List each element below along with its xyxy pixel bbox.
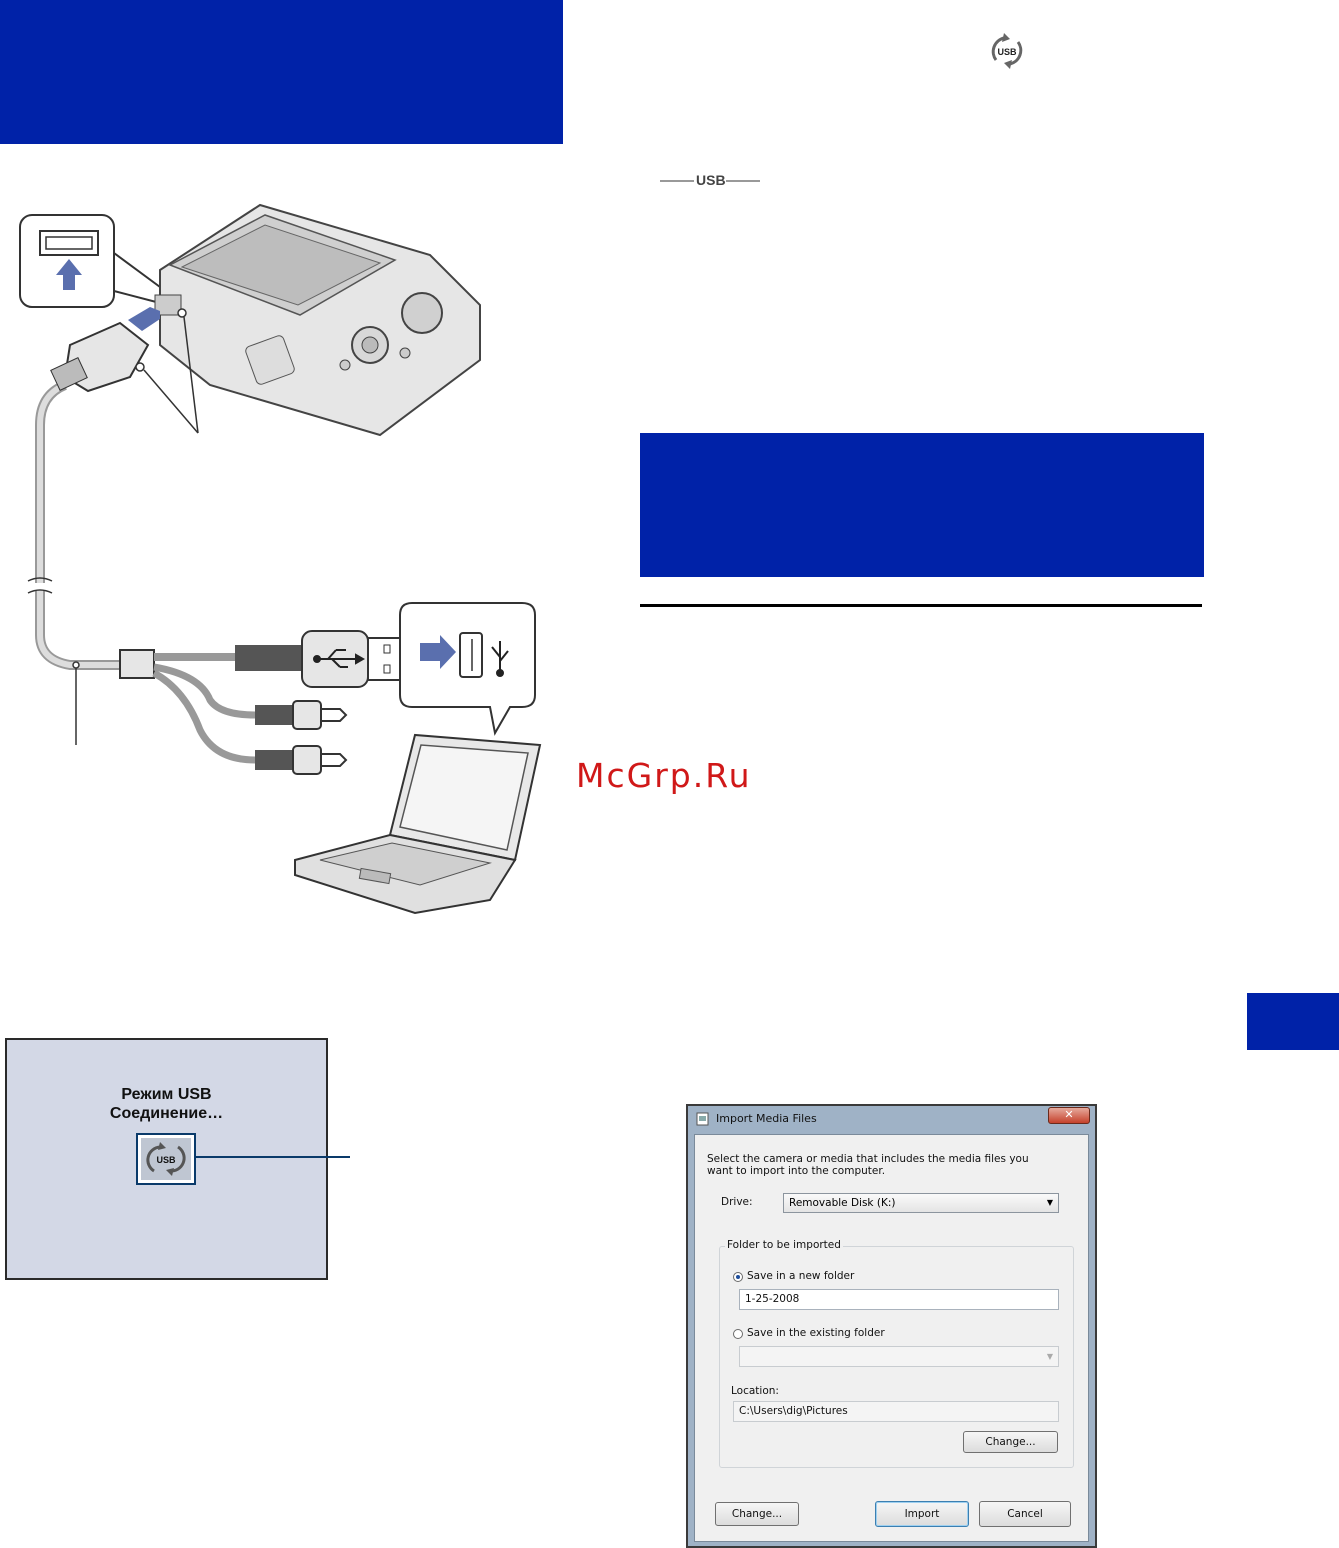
dialog-body: Select the camera or media that includes… xyxy=(694,1134,1089,1542)
usb-connection-icon-label: USB xyxy=(997,47,1017,57)
dialog-instruction: Select the camera or media that includes… xyxy=(707,1153,1029,1177)
camera-illustration xyxy=(128,203,481,437)
drive-select-value: Removable Disk (K:) xyxy=(789,1197,896,1209)
app-icon xyxy=(696,1112,710,1126)
new-folder-input[interactable]: 1-25-2008 xyxy=(739,1289,1059,1310)
dropdown-arrow-icon: ▼ xyxy=(1046,1198,1053,1207)
change-button[interactable]: Change... xyxy=(715,1502,799,1526)
laptop-port-callout xyxy=(399,602,536,736)
port-callout xyxy=(19,214,161,308)
heading-block-right xyxy=(640,433,1204,577)
location-field: C:\Users\dig\Pictures xyxy=(733,1401,1059,1422)
folder-group-title: Folder to be imported xyxy=(725,1239,843,1251)
close-button[interactable]: ✕ xyxy=(1048,1107,1090,1124)
usb-line-label: USB xyxy=(660,171,760,191)
dropdown-arrow-icon-disabled: ▼ xyxy=(1046,1352,1053,1361)
radio-existing-folder[interactable] xyxy=(733,1329,743,1339)
location-label: Location: xyxy=(731,1385,779,1397)
change-location-button[interactable]: Change... xyxy=(963,1431,1058,1453)
laptop-illustration xyxy=(294,733,542,915)
camera-lcd-screen: Режим USB Соединение… USB xyxy=(5,1038,328,1280)
radio-new-folder-label: Save in a new folder xyxy=(747,1270,855,1282)
folder-group xyxy=(719,1246,1074,1468)
page-tab-marker xyxy=(1247,993,1339,1050)
import-button[interactable]: Import xyxy=(875,1501,969,1527)
lcd-line-1: Режим USB xyxy=(121,1086,212,1103)
cable-illustration xyxy=(27,316,407,775)
watermark: McGrp.Ru xyxy=(576,756,752,795)
lcd-usb-icon: USB xyxy=(136,1133,196,1185)
section-rule xyxy=(640,604,1202,607)
usb-line-text: USB xyxy=(696,172,726,188)
radio-new-folder[interactable] xyxy=(733,1272,743,1282)
cancel-button[interactable]: Cancel xyxy=(979,1501,1071,1527)
dialog-title: Import Media Files xyxy=(716,1112,817,1125)
usb-trident-icon xyxy=(313,649,366,668)
heading-block-top xyxy=(0,0,563,144)
connection-illustration xyxy=(10,195,550,925)
existing-folder-select[interactable]: ▼ xyxy=(739,1346,1059,1367)
import-media-dialog: Import Media Files ✕ Select the camera o… xyxy=(686,1104,1097,1548)
lcd-line-2: Соединение… xyxy=(109,1105,224,1122)
drive-label: Drive: xyxy=(721,1196,753,1208)
usb-connection-icon: USB xyxy=(986,30,1028,72)
radio-existing-folder-label: Save in the existing folder xyxy=(747,1327,885,1339)
drive-select[interactable]: Removable Disk (K:) ▼ xyxy=(783,1193,1059,1213)
lcd-icon-pointer xyxy=(194,1156,350,1158)
lcd-usb-icon-label: USB xyxy=(156,1155,176,1165)
